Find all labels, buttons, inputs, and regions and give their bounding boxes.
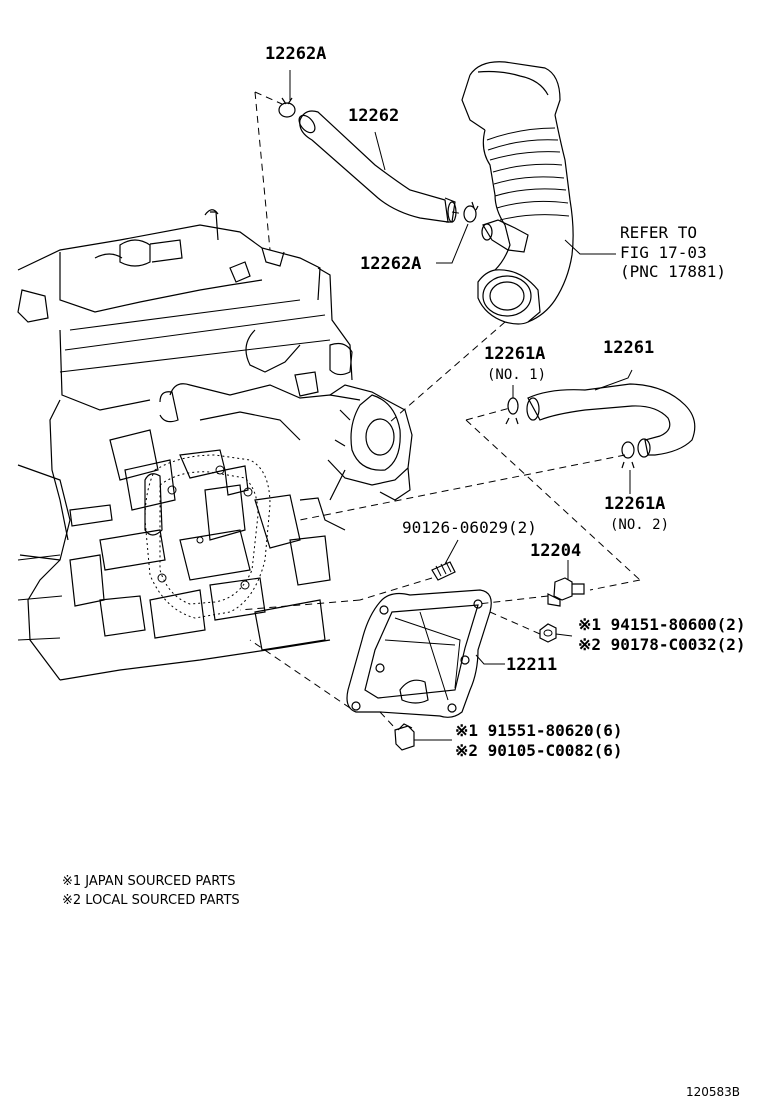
label-90105: ※2 90105-C0082(6): [455, 741, 623, 760]
hose-12261: [505, 383, 696, 469]
label-12261A-top-sub: (NO. 1): [487, 367, 547, 383]
label-12262A-top: 12262A: [265, 44, 327, 64]
label-12261: 12261: [603, 338, 655, 358]
hose-12262: [278, 97, 479, 223]
label-12204: 12204: [530, 541, 582, 561]
label-12262A-mid: 12262A: [360, 254, 422, 274]
label-90126: 90126-06029(2): [402, 518, 537, 537]
housing-12211: [346, 589, 492, 718]
label-refer-line3: (PNC 17881): [620, 262, 726, 281]
sensor-12204: [547, 577, 585, 607]
label-94151: ※1 94151-80600(2): [578, 615, 746, 634]
figure-id: 120583B: [686, 1085, 741, 1099]
note-japan-sourced: ※1 JAPAN SOURCED PARTS: [62, 874, 236, 889]
label-12261A-bottom-sub: (NO. 2): [610, 517, 670, 533]
label-91551: ※1 91551-80620(6): [455, 721, 623, 740]
label-12261A-bottom: 12261A: [604, 494, 666, 514]
label-90178: ※2 90178-C0032(2): [578, 635, 746, 654]
nut-94151: [539, 623, 557, 643]
stud-90126: [431, 561, 456, 581]
assembly-lines: [239, 91, 641, 729]
bolt-91551: [394, 723, 415, 751]
label-12261A-top: 12261A: [484, 344, 546, 364]
label-refer-line1: REFER TO: [620, 223, 698, 242]
leader-lines: [289, 70, 633, 741]
label-12262: 12262: [348, 106, 400, 126]
label-refer-line2: FIG 17-03: [620, 243, 707, 262]
air-intake-hose: [461, 61, 574, 325]
engine-block: [17, 209, 413, 681]
note-local-sourced: ※2 LOCAL SOURCED PARTS: [62, 893, 240, 908]
label-12211: 12211: [506, 655, 558, 675]
